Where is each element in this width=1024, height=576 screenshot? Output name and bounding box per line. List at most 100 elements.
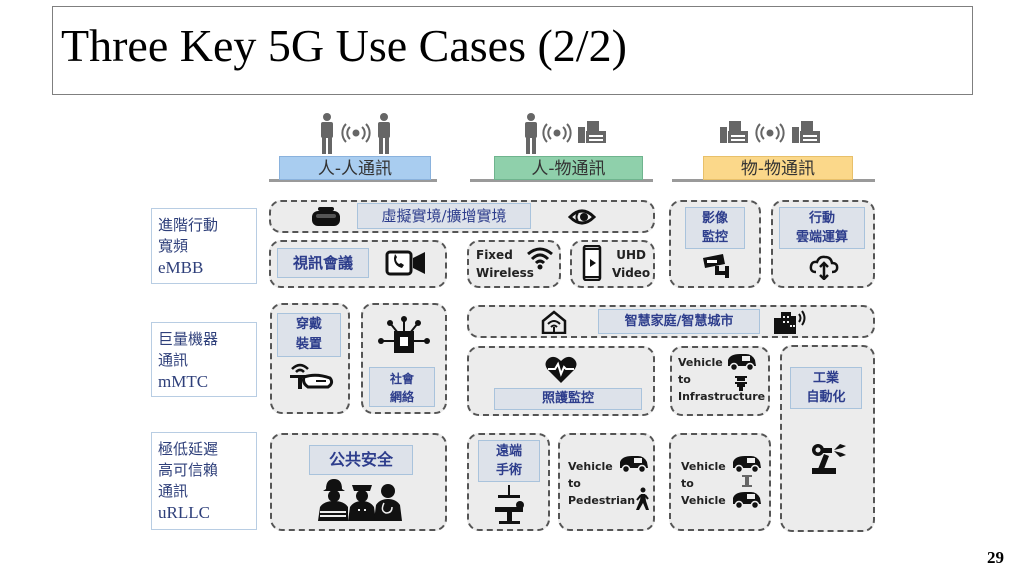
car-icon	[731, 454, 763, 474]
vr-headset-icon	[311, 207, 341, 227]
tag-line: 網絡	[389, 390, 414, 404]
row-label-line: 寬頻	[158, 237, 189, 255]
v2v-line1: Vehicle	[681, 460, 726, 473]
page-number: 29	[987, 548, 1004, 567]
tag-mobile-cloud: 行動 雲端運算	[779, 207, 865, 249]
v2p-line1: Vehicle	[568, 460, 613, 473]
tag-line: 裝置	[295, 337, 322, 352]
tile-video-conference: 視訊會議	[269, 240, 447, 288]
v2i-line3: Infrastructure	[678, 390, 766, 403]
tag-line: 影像	[701, 211, 728, 226]
row-label-urllc: 極低延遲 高可信賴 通訊 uRLLC	[151, 432, 257, 530]
row-label-abbrev: eMBB	[158, 258, 204, 277]
tag-line: 工業	[812, 371, 839, 386]
column-header-machine-to-machine: 物-物通訊	[703, 156, 853, 180]
tag-social-network: 社會 網絡	[369, 367, 435, 407]
tile-video-surveillance: 影像 監控	[669, 200, 761, 288]
security-camera-icon	[701, 254, 731, 278]
smart-home-icon	[541, 310, 567, 334]
wireless-signal-icon	[755, 123, 785, 143]
slide-title: Three Key 5G Use Cases (2/2)	[61, 20, 627, 71]
tag-line: 遠端	[495, 444, 522, 459]
tag-line: 手術	[495, 463, 522, 478]
video-call-icon	[385, 250, 427, 276]
robotic-arm-icon	[810, 442, 850, 476]
tile-uhd-video: UHD Video	[570, 240, 655, 288]
tile-fixed-wireless: Fixed Wireless	[467, 240, 561, 288]
tag-line: 監控	[701, 230, 728, 245]
tile-care-monitoring: 照護監控	[467, 346, 655, 416]
row-label-mmtc: 巨量機器 通訊 mMTC	[151, 322, 257, 397]
tile-social-network: 社會 網絡	[361, 303, 447, 414]
tile-vehicle-to-pedestrian: Vehicle to Pedestrian	[558, 433, 655, 531]
tile-vehicle-to-vehicle: Vehicle to Vehicle	[669, 433, 771, 531]
uhd-video-line1: UHD	[616, 248, 646, 262]
row-label-line: 巨量機器	[158, 330, 219, 348]
tag-video-conference: 視訊會議	[277, 248, 369, 278]
smartwatch-hand-icon	[286, 361, 336, 391]
surgery-table-icon	[493, 485, 527, 525]
uhd-video-line2: Video	[612, 266, 651, 280]
tile-mobile-cloud: 行動 雲端運算	[771, 200, 875, 288]
tag-line: 雲端運算	[795, 230, 848, 245]
v2p-line3: Pedestrian	[568, 494, 636, 507]
first-responders-icon	[318, 479, 408, 521]
tag-care-monitoring: 照護監控	[494, 388, 642, 410]
signal-link-icon	[742, 475, 752, 487]
v2i-line1: Vehicle	[678, 356, 723, 369]
row-label-abbrev: uRLLC	[158, 503, 210, 522]
tile-wearable-device: 穿戴 裝置	[270, 303, 350, 414]
column-divider-line	[269, 179, 437, 182]
ar-eye-icon	[568, 207, 596, 227]
car-icon	[618, 454, 650, 474]
tile-vehicle-to-infrastructure: Vehicle to Infrastructure	[670, 346, 770, 416]
pedestrian-icon	[634, 487, 650, 511]
tile-industrial-automation: 工業 自動化	[780, 345, 875, 532]
person-machine-icons	[522, 113, 608, 155]
column-header-person-to-person: 人-人通訊	[279, 156, 431, 180]
smartphone-play-icon	[582, 245, 602, 281]
car-icon	[726, 352, 758, 372]
tile-public-safety: 公共安全	[270, 433, 447, 531]
slide-title-box: Three Key 5G Use Cases (2/2)	[52, 6, 973, 95]
v2v-line3: Vehicle	[681, 494, 726, 507]
tag-wearable-device: 穿戴 裝置	[277, 313, 341, 357]
person-icon	[321, 113, 333, 154]
tag-line: 行動	[808, 211, 835, 226]
heartbeat-icon	[545, 356, 577, 384]
v2p-line2: to	[568, 477, 581, 490]
tag-video-surveillance: 影像 監控	[685, 207, 745, 249]
machine-machine-icons	[718, 119, 822, 151]
person-icon	[378, 113, 390, 154]
row-label-line: 通訊	[158, 482, 189, 500]
fixed-wireless-line1: Fixed	[476, 248, 513, 262]
fax-machine-icon	[720, 121, 748, 143]
wifi-icon	[526, 246, 554, 270]
column-header-person-to-machine: 人-物通訊	[494, 156, 643, 180]
row-label-line: 極低延遲	[158, 440, 219, 458]
tag-public-safety: 公共安全	[309, 445, 413, 475]
wireless-signal-icon	[341, 123, 371, 143]
column-divider-line	[470, 179, 653, 182]
tile-smart-home-city: 智慧家庭/智慧城市	[467, 305, 875, 338]
tag-smart-home-city: 智慧家庭/智慧城市	[598, 309, 760, 334]
v2v-line2: to	[681, 477, 694, 490]
fax-machine-icon	[578, 121, 606, 143]
tag-line: 社會	[389, 372, 414, 386]
tile-remote-surgery: 遠端 手術	[467, 433, 550, 531]
row-label-line: 高可信賴	[158, 461, 219, 479]
row-label-line: 通訊	[158, 351, 189, 369]
wireless-signal-icon	[542, 123, 572, 143]
tag-remote-surgery: 遠端 手術	[478, 440, 540, 482]
traffic-light-icon	[735, 375, 747, 391]
row-label-abbrev: mMTC	[158, 372, 209, 391]
fax-machine-icon	[792, 121, 820, 143]
tag-vr-ar: 虛擬實境/擴增實境	[357, 203, 531, 229]
tile-vr-ar: 虛擬實境/擴增實境	[269, 200, 655, 233]
row-label-embb: 進階行動 寬頻 eMBB	[151, 208, 257, 284]
network-node-icon	[378, 315, 430, 357]
smart-city-icon	[772, 308, 808, 334]
row-label-line: 進階行動	[158, 216, 219, 234]
fixed-wireless-line2: Wireless	[476, 266, 534, 280]
cloud-sync-icon	[809, 254, 839, 280]
